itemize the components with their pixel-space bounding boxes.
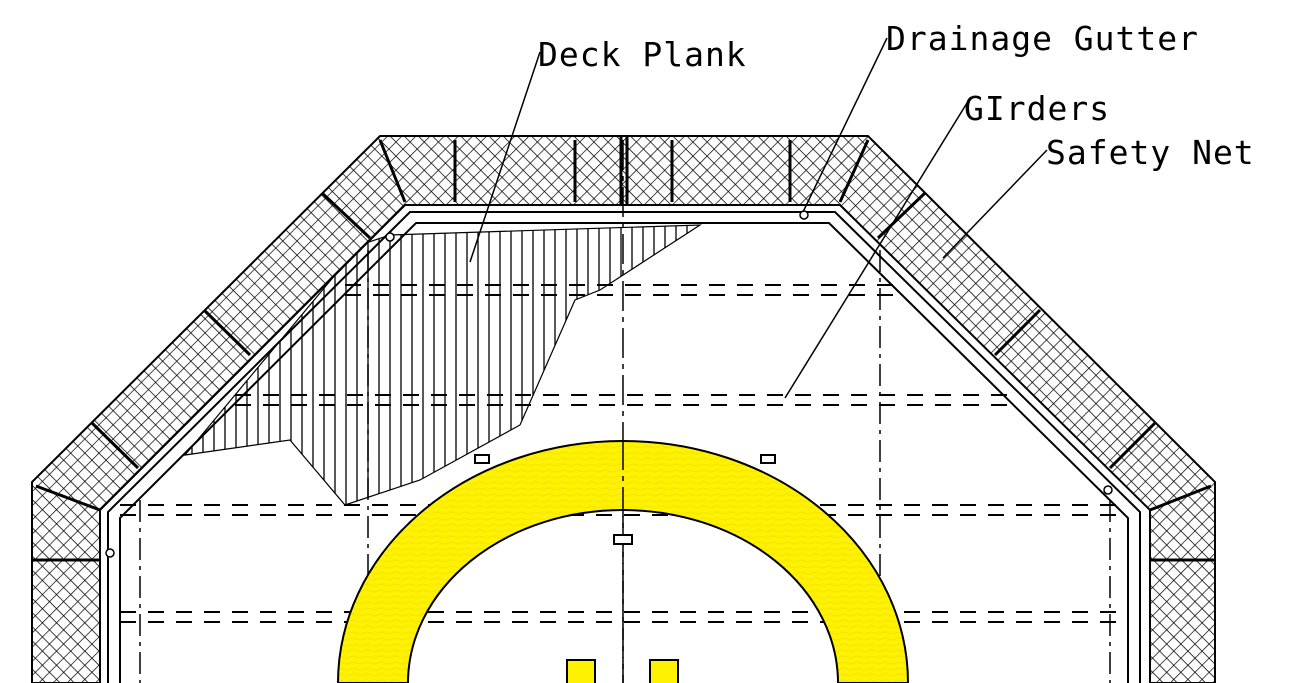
deck-plank-label: Deck Plank [538,35,747,74]
drainage-gutter-label: Drainage Gutter [886,19,1199,58]
h-marking-right-bar [649,659,679,683]
safety-net-frames [32,136,1215,562]
leader-lines [469,37,1048,399]
touchdown-ring [336,440,910,683]
h-marking-left-bar [566,659,596,683]
deck-lights [474,454,776,545]
girders-label: GIrders [964,89,1110,128]
safety-net-label: Safety Net [1046,133,1255,172]
